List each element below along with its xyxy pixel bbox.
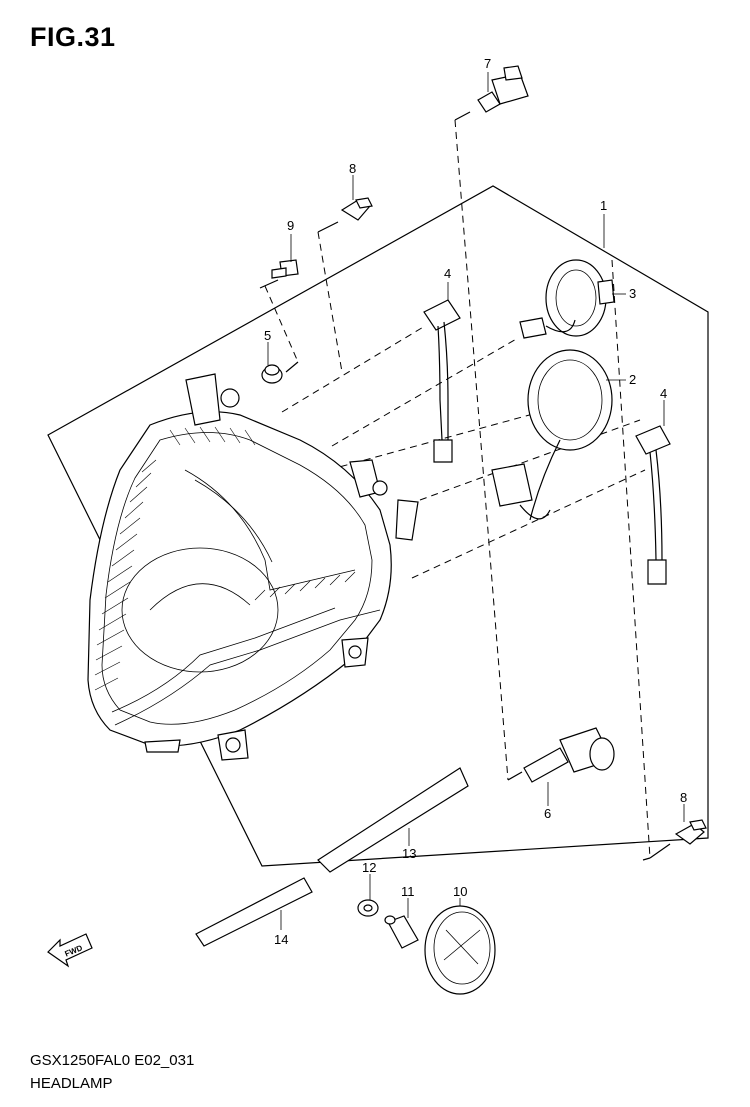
part-10-disc xyxy=(424,905,496,995)
forward-arrow-icon: FWD xyxy=(47,933,93,968)
callout-14: 14 xyxy=(274,932,288,947)
callout-labels: 1 2 3 4 4 5 6 7 8 8 9 10 11 12 13 14 xyxy=(264,56,687,947)
callout-1: 1 xyxy=(600,198,607,213)
callout-4-left: 4 xyxy=(444,266,451,281)
model-code: GSX1250FAL0 E02_031 xyxy=(30,1052,195,1069)
callout-3: 3 xyxy=(629,286,636,301)
headlamp-housing xyxy=(87,373,419,761)
assembly-boundary xyxy=(47,185,709,867)
part-8-bulb-top xyxy=(340,197,373,221)
callout-8-top: 8 xyxy=(349,161,356,176)
part-8-bulb-bottom xyxy=(674,819,707,845)
part-6-bulb xyxy=(523,727,615,783)
part-7-bulb xyxy=(477,65,529,113)
part-5-grommet xyxy=(261,364,283,384)
leader-lines xyxy=(267,72,685,930)
callout-12: 12 xyxy=(362,860,376,875)
callout-4-right: 4 xyxy=(660,386,667,401)
part-13-strip xyxy=(317,767,469,873)
part-14-strip xyxy=(195,877,313,947)
callout-9: 9 xyxy=(287,218,294,233)
part-4-socket-left xyxy=(423,299,461,463)
bracket-lines xyxy=(259,111,671,861)
connector-upper xyxy=(519,317,576,339)
callout-6: 6 xyxy=(544,806,551,821)
callout-11: 11 xyxy=(401,884,415,899)
connector-lower xyxy=(491,463,551,520)
diagram-caption: HEADLAMP xyxy=(30,1075,113,1092)
figure-title: FIG.31 xyxy=(30,22,116,52)
part-4-socket-right xyxy=(635,425,671,585)
callout-13: 13 xyxy=(402,846,416,861)
callout-5: 5 xyxy=(264,328,271,343)
callout-7: 7 xyxy=(484,56,491,71)
part-9-bolt xyxy=(271,259,299,279)
callout-8-bottom: 8 xyxy=(680,790,687,805)
part-2-ring xyxy=(527,349,613,521)
part-11-pin xyxy=(384,915,419,949)
part-3-socket xyxy=(545,259,615,337)
part-12-washer xyxy=(357,899,379,917)
callout-10: 10 xyxy=(453,884,467,899)
callout-2: 2 xyxy=(629,372,636,387)
